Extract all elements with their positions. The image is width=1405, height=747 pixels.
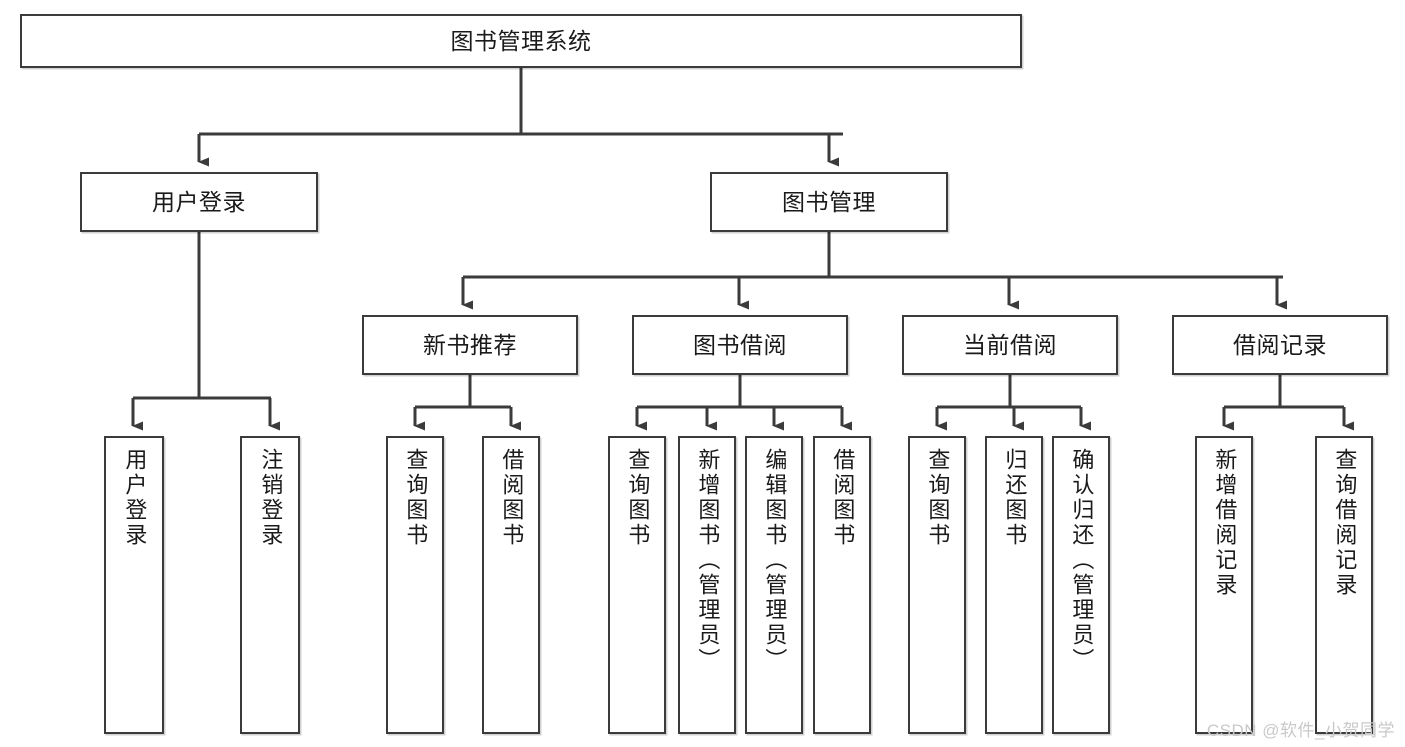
node-user-login-label: 用户登录	[152, 188, 246, 215]
node-root-label: 图书管理系统	[450, 27, 592, 54]
node-book-borrow-label: 图书借阅	[693, 331, 787, 358]
node-book-borrow[interactable]: 图书借阅	[632, 315, 848, 375]
node-leaf-query-book-1[interactable]: 查询图书	[386, 436, 444, 734]
node-new-book-recommend-label: 新书推荐	[423, 331, 517, 358]
watermark: CSDN @软件_小贺同学	[1206, 721, 1395, 740]
node-leaf-query-book-3-label: 查询图书	[925, 448, 951, 548]
node-book-management-label: 图书管理	[782, 188, 876, 215]
node-leaf-add-record[interactable]: 新增借阅记录	[1195, 436, 1253, 734]
node-leaf-borrow-book-2-label: 借阅图书	[830, 448, 856, 548]
node-leaf-add-book[interactable]: 新增图书（管理员）	[678, 436, 736, 734]
node-leaf-return-book-label: 归还图书	[1002, 448, 1028, 548]
node-leaf-borrow-book-2[interactable]: 借阅图书	[813, 436, 871, 734]
node-leaf-borrow-book-1-label: 借阅图书	[499, 448, 525, 548]
node-root[interactable]: 图书管理系统	[20, 14, 1022, 68]
node-leaf-logout-label: 注销登录	[258, 448, 284, 548]
node-leaf-edit-book-label: 编辑图书（管理员）	[762, 448, 788, 673]
node-leaf-user-login-label: 用户登录	[122, 448, 148, 548]
node-leaf-add-book-label: 新增图书（管理员）	[695, 448, 721, 673]
node-leaf-edit-book[interactable]: 编辑图书（管理员）	[745, 436, 803, 734]
node-leaf-confirm-return-label: 确认归还（管理员）	[1069, 448, 1095, 673]
node-leaf-logout[interactable]: 注销登录	[240, 436, 300, 734]
node-leaf-query-book-1-label: 查询图书	[403, 448, 429, 548]
node-leaf-query-book-2-label: 查询图书	[625, 448, 651, 548]
node-leaf-user-login[interactable]: 用户登录	[104, 436, 164, 734]
node-book-management[interactable]: 图书管理	[710, 172, 948, 232]
node-leaf-query-record[interactable]: 查询借阅记录	[1315, 436, 1373, 734]
node-user-login[interactable]: 用户登录	[80, 172, 318, 232]
node-current-borrow[interactable]: 当前借阅	[902, 315, 1118, 375]
node-leaf-confirm-return[interactable]: 确认归还（管理员）	[1052, 436, 1110, 734]
node-borrow-record-label: 借阅记录	[1233, 331, 1327, 358]
node-leaf-query-book-3[interactable]: 查询图书	[908, 436, 966, 734]
node-current-borrow-label: 当前借阅	[963, 331, 1057, 358]
node-leaf-query-record-label: 查询借阅记录	[1332, 448, 1358, 598]
node-leaf-borrow-book-1[interactable]: 借阅图书	[482, 436, 540, 734]
node-leaf-query-book-2[interactable]: 查询图书	[608, 436, 666, 734]
node-new-book-recommend[interactable]: 新书推荐	[362, 315, 578, 375]
node-leaf-return-book[interactable]: 归还图书	[985, 436, 1043, 734]
node-leaf-add-record-label: 新增借阅记录	[1212, 448, 1238, 598]
node-borrow-record[interactable]: 借阅记录	[1172, 315, 1388, 375]
